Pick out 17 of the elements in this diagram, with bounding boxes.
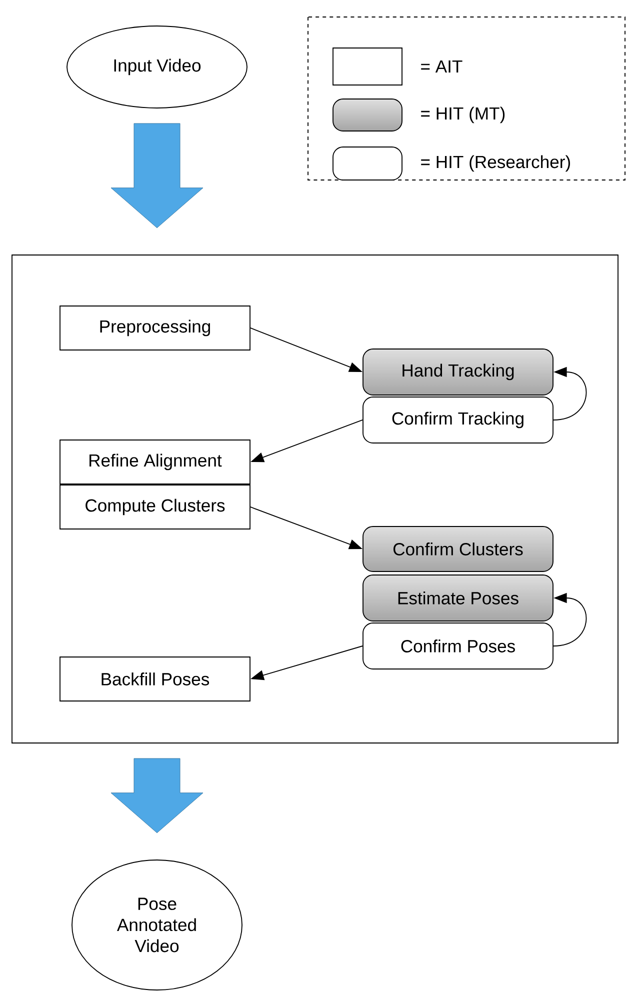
rounded-box: Confirm Clusters [362,526,554,572]
block-arrow [110,758,204,834]
rounded-box: Confirm Tracking [362,396,554,444]
legend-text: = HIT (Researcher) [421,155,570,172]
legend-text: = AIT [421,60,462,73]
rounded-box: Confirm Poses [362,622,554,670]
ellipse-node: Input Video [66,26,248,108]
process-box: Compute Clusters [60,484,250,530]
legend-text: = HIT (MT) [421,106,505,124]
ellipse-node: Pose Annotated Video [72,860,242,990]
rounded-box: Hand Tracking [362,348,554,396]
rounded-box: Estimate Poses [362,574,554,622]
process-box: Refine Alignment [60,440,250,484]
container-box [12,254,618,744]
block-arrow [110,123,204,228]
process-box: Preprocessing [60,306,250,350]
process-box: Backfill Poses [60,656,250,702]
